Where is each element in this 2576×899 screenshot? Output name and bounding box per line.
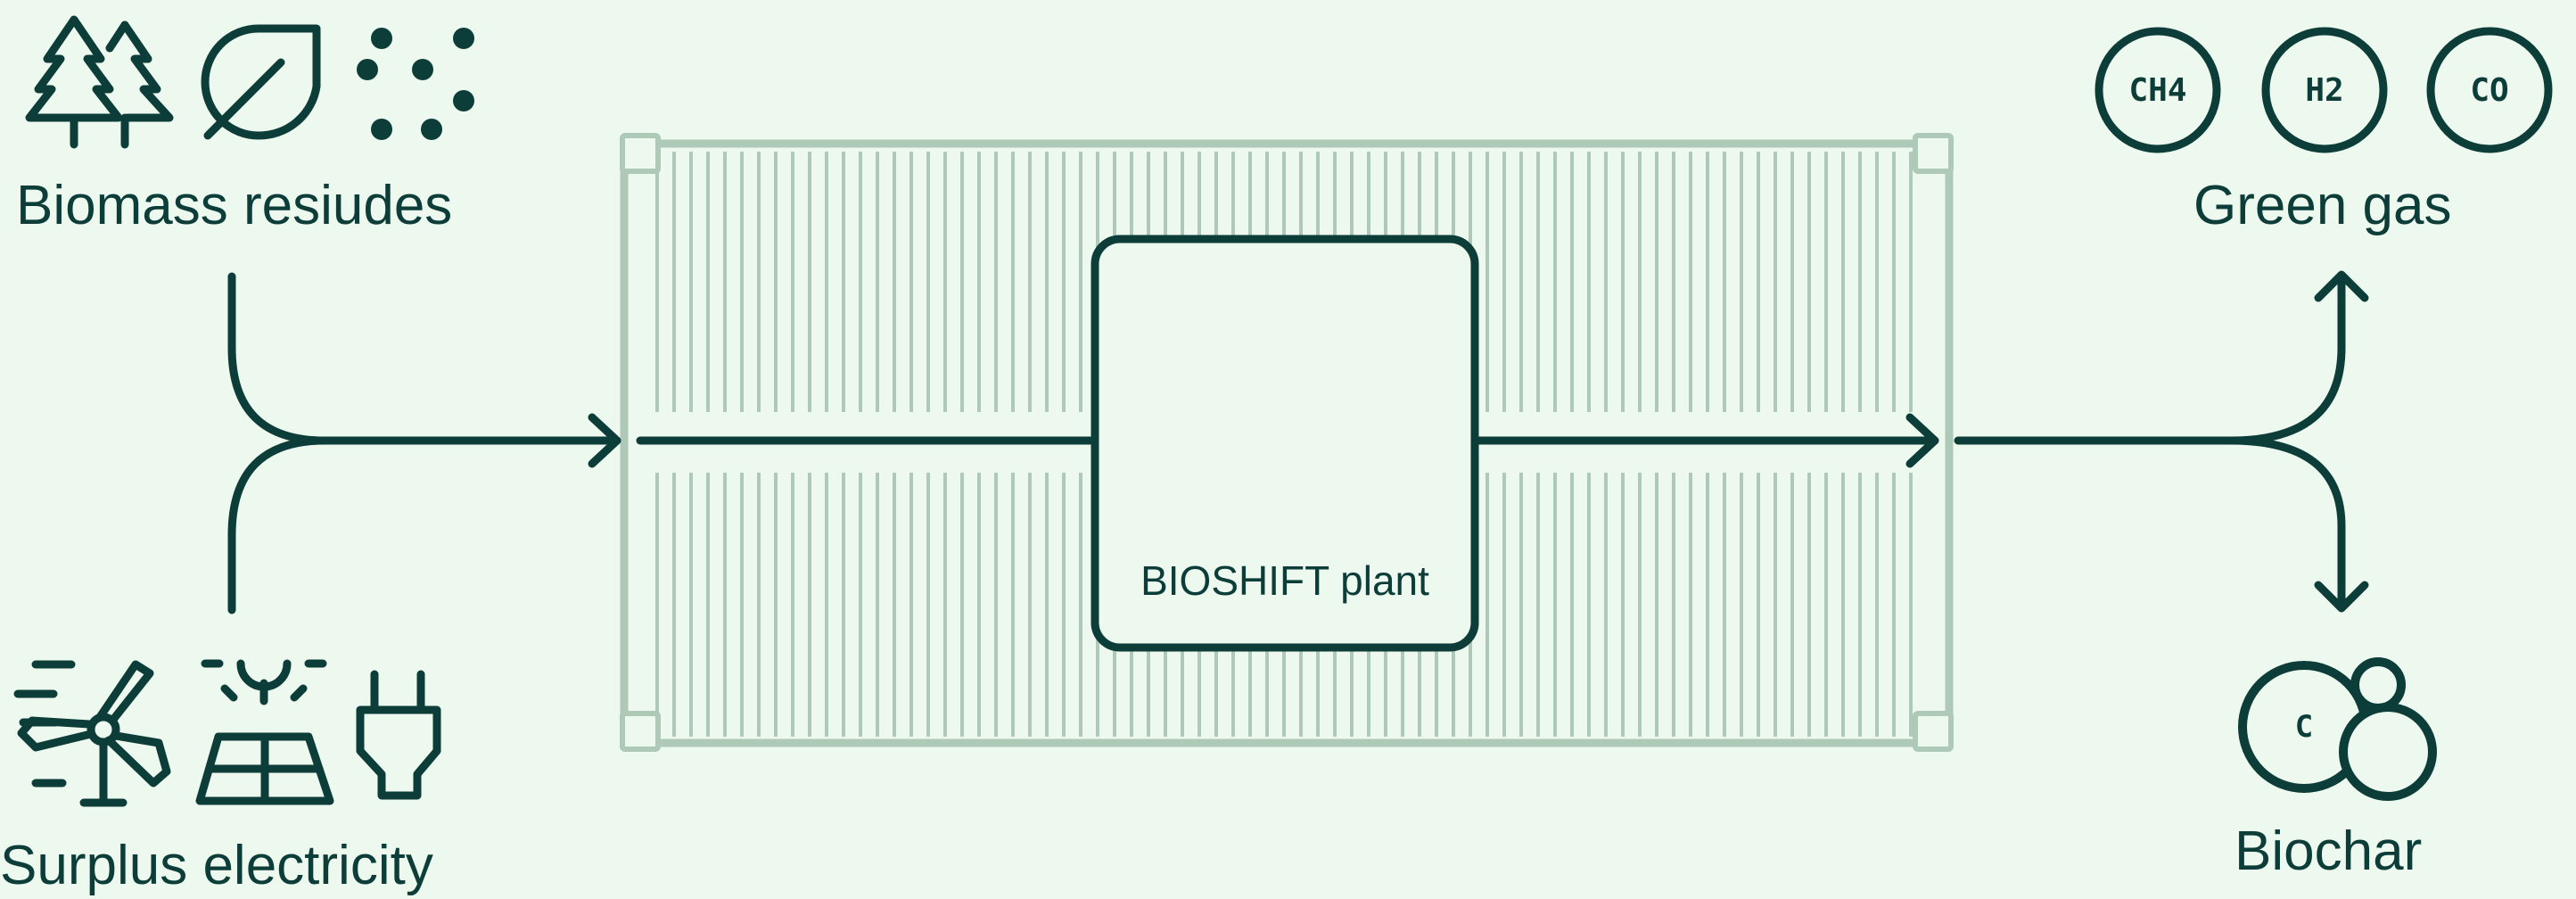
- biochar-label: Biochar: [2234, 821, 2423, 882]
- leaf-icon: [201, 24, 321, 140]
- flow-lines: [227, 270, 2369, 614]
- container-corner: [620, 133, 1954, 752]
- gas-label-ch4: CH4: [2128, 71, 2187, 109]
- bioshift-plant-box: [1090, 235, 1479, 652]
- bioshift-plant-label: BIOSHIFT plant: [1140, 557, 1429, 604]
- trees-icon: [25, 15, 174, 149]
- surplus-electricity-label: Surplus electricity: [0, 835, 433, 896]
- biochar-icon: [2238, 657, 2437, 801]
- container-outline: [620, 139, 1954, 747]
- gas-circle: [2095, 27, 2553, 153]
- wind-turbine-icon: [13, 660, 171, 807]
- biomass-residues-label: Biomass resiudes: [16, 175, 453, 236]
- carbon-symbol: C: [2294, 709, 2314, 745]
- solar-panel-icon: [195, 659, 334, 805]
- plug-icon: [356, 670, 441, 800]
- gas-label-h2: H2: [2305, 71, 2344, 109]
- green-gas-label: Green gas: [2193, 175, 2452, 236]
- gas-label-co: CO: [2470, 71, 2509, 109]
- particles-icon: [357, 28, 474, 140]
